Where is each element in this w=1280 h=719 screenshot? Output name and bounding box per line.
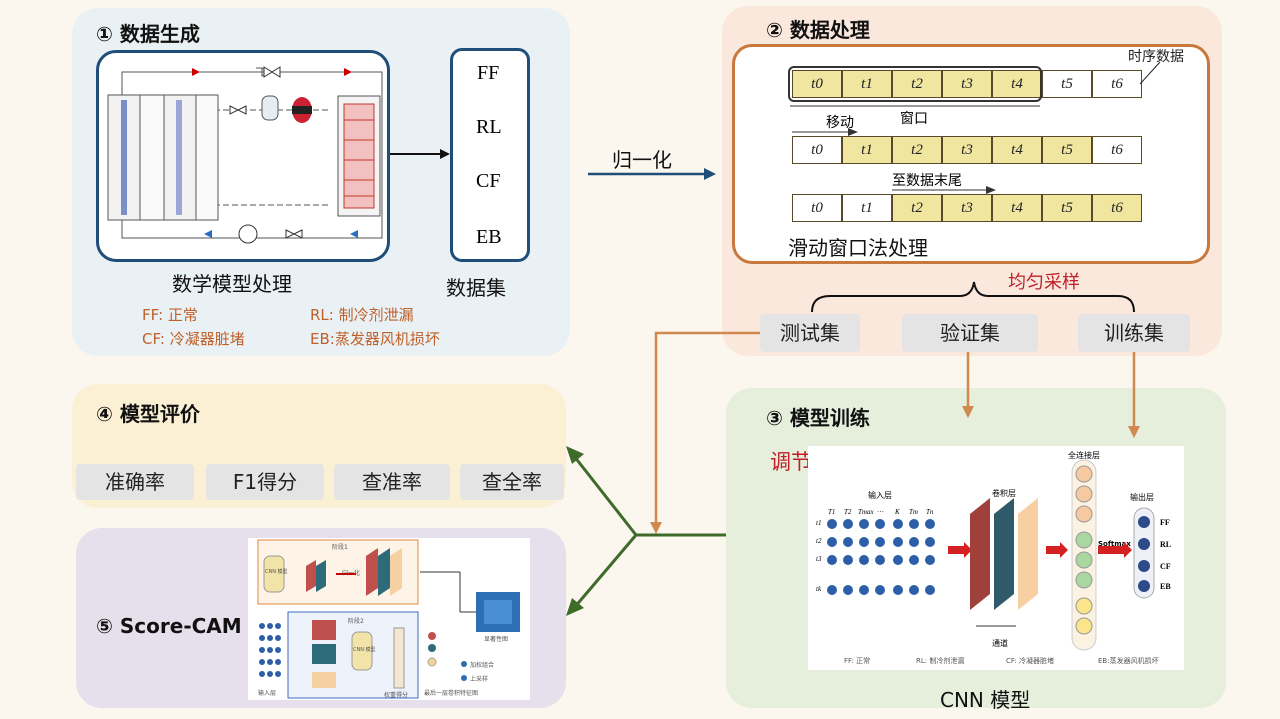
cnn-out-ff: FF <box>1160 518 1170 527</box>
cnn-col-t2: T2 <box>844 508 852 516</box>
normalize-label: 归一化 <box>612 148 672 172</box>
cnn-row-tk: tk <box>816 585 822 593</box>
cnn-channel-label: 通道 <box>992 639 1008 648</box>
dataset-item-rl: RL <box>476 116 502 138</box>
dataset-item-cf: CF <box>476 170 501 192</box>
dataset-item-eb: EB <box>476 226 502 248</box>
cnn-foot-eb: EB:蒸发器风机损坏 <box>1098 657 1159 665</box>
scorecam-cnn-2: CNN 模型 <box>353 647 376 653</box>
panel5-title: ⑤ Score-CAM <box>96 614 242 638</box>
window-bracket <box>788 66 1042 102</box>
metric-precision: 查准率 <box>334 464 450 500</box>
panel2-title: ② 数据处理 <box>766 18 870 42</box>
timestep-cell: t5 <box>1042 70 1092 98</box>
cnn-row-t3: t3 <box>816 555 822 563</box>
timestep-cell: t2 <box>892 70 942 98</box>
timestep-cell: t1 <box>842 136 892 164</box>
metric-accuracy: 准确率 <box>76 464 194 500</box>
panel1-title: ① 数据生成 <box>96 22 200 46</box>
timestep-cell: t4 <box>992 136 1042 164</box>
split-train: 训练集 <box>1078 314 1190 352</box>
dataset-caption: 数据集 <box>446 276 506 300</box>
cnn-col-dots: … <box>877 506 884 514</box>
cnn-foot-ff: FF: 正常 <box>844 657 871 665</box>
timestep-cell: t5 <box>1042 136 1092 164</box>
split-test: 测试集 <box>760 314 860 352</box>
cnn-input-label: 输入层 <box>868 491 892 500</box>
cnn-conv-label: 卷积层 <box>992 489 1016 498</box>
dataset-box <box>450 48 530 262</box>
dataset-item-ff: FF <box>477 62 500 84</box>
cnn-foot-cf: CF: 冷凝器脏堵 <box>1006 657 1054 665</box>
method-label: 滑动窗口法处理 <box>788 236 928 260</box>
cnn-foot-rl: RL: 制冷剂泄漏 <box>916 657 965 665</box>
panel3-title: ③ 模型训练 <box>766 406 870 430</box>
cnn-output-label: 输出层 <box>1130 493 1154 502</box>
timestep-cell: t3 <box>942 194 992 222</box>
cnn-col-tmax: Tmax <box>858 508 874 516</box>
window-label: 窗口 <box>900 111 928 127</box>
timestep-cell: t6 <box>1092 70 1142 98</box>
metric-recall: 查全率 <box>460 464 564 500</box>
cnn-col-k: K <box>895 508 900 516</box>
timestep-cell: t4 <box>992 70 1042 98</box>
scorecam-input: 输入层 <box>258 690 277 697</box>
cnn-row-t1: t1 <box>816 519 822 527</box>
move-label: 移动 <box>826 115 854 131</box>
timestep-cell: t5 <box>1042 194 1092 222</box>
timestep-cell: t6 <box>1092 136 1142 164</box>
cnn-out-rl: RL <box>1160 540 1172 549</box>
timestep-cell: t0 <box>792 136 842 164</box>
timestep-cell: t6 <box>1092 194 1142 222</box>
scorecam-saliency: 显著性图 <box>484 636 509 643</box>
cnn-col-t1: T1 <box>828 508 836 516</box>
cnn-out-eb: EB <box>1160 582 1171 591</box>
scorecam-cnn-1: CNN 模型 <box>265 569 288 575</box>
timestep-cell: t1 <box>842 194 892 222</box>
timestep-cell: t2 <box>892 194 942 222</box>
panel4-title: ④ 模型评价 <box>96 402 200 426</box>
scorecam-stage1: 阶段1 <box>332 544 348 551</box>
cnn-row-t2: t2 <box>816 537 822 545</box>
to-end-label: 至数据末尾 <box>892 173 962 189</box>
timestep-cell: t0 <box>792 70 842 98</box>
cnn-out-cf: CF <box>1160 562 1171 571</box>
scorecam-stage2: 阶段2 <box>348 618 364 625</box>
cnn-col-tn: Tn <box>926 508 934 516</box>
legend-rl: RL: 制冷剂泄漏 <box>310 306 414 324</box>
timestep-cell: t3 <box>942 136 992 164</box>
cnn-caption: CNN 模型 <box>940 688 1031 712</box>
timestep-cell: t4 <box>992 194 1042 222</box>
timestep-cell: t3 <box>942 70 992 98</box>
legend-cf: CF: 冷凝器脏堵 <box>142 330 245 348</box>
scorecam-upsample: 上采样 <box>470 676 489 683</box>
timestep-cell: t0 <box>792 194 842 222</box>
cnn-softmax-label: Softmax <box>1098 540 1131 548</box>
cnn-fc-label: 全连接层 <box>1068 451 1100 460</box>
timeseries-label: 时序数据 <box>1128 49 1184 65</box>
metric-f1: F1得分 <box>206 464 324 500</box>
timestep-cell: t2 <box>892 136 942 164</box>
legend-ff: FF: 正常 <box>142 306 198 324</box>
scorecam-normalize: 归一化 <box>342 570 361 577</box>
sampling-label: 均匀采样 <box>1008 272 1080 293</box>
cnn-col-tm: Tm <box>909 508 918 516</box>
split-val: 验证集 <box>902 314 1038 352</box>
model-caption: 数学模型处理 <box>172 272 292 296</box>
scorecam-weight: 权重得分 <box>384 692 409 699</box>
timestep-cell: t1 <box>842 70 892 98</box>
legend-eb: EB:蒸发器风机损坏 <box>310 330 440 348</box>
scorecam-last-conv: 最后一层卷积特征图 <box>424 690 479 697</box>
scorecam-combine: 加权组合 <box>470 662 495 669</box>
